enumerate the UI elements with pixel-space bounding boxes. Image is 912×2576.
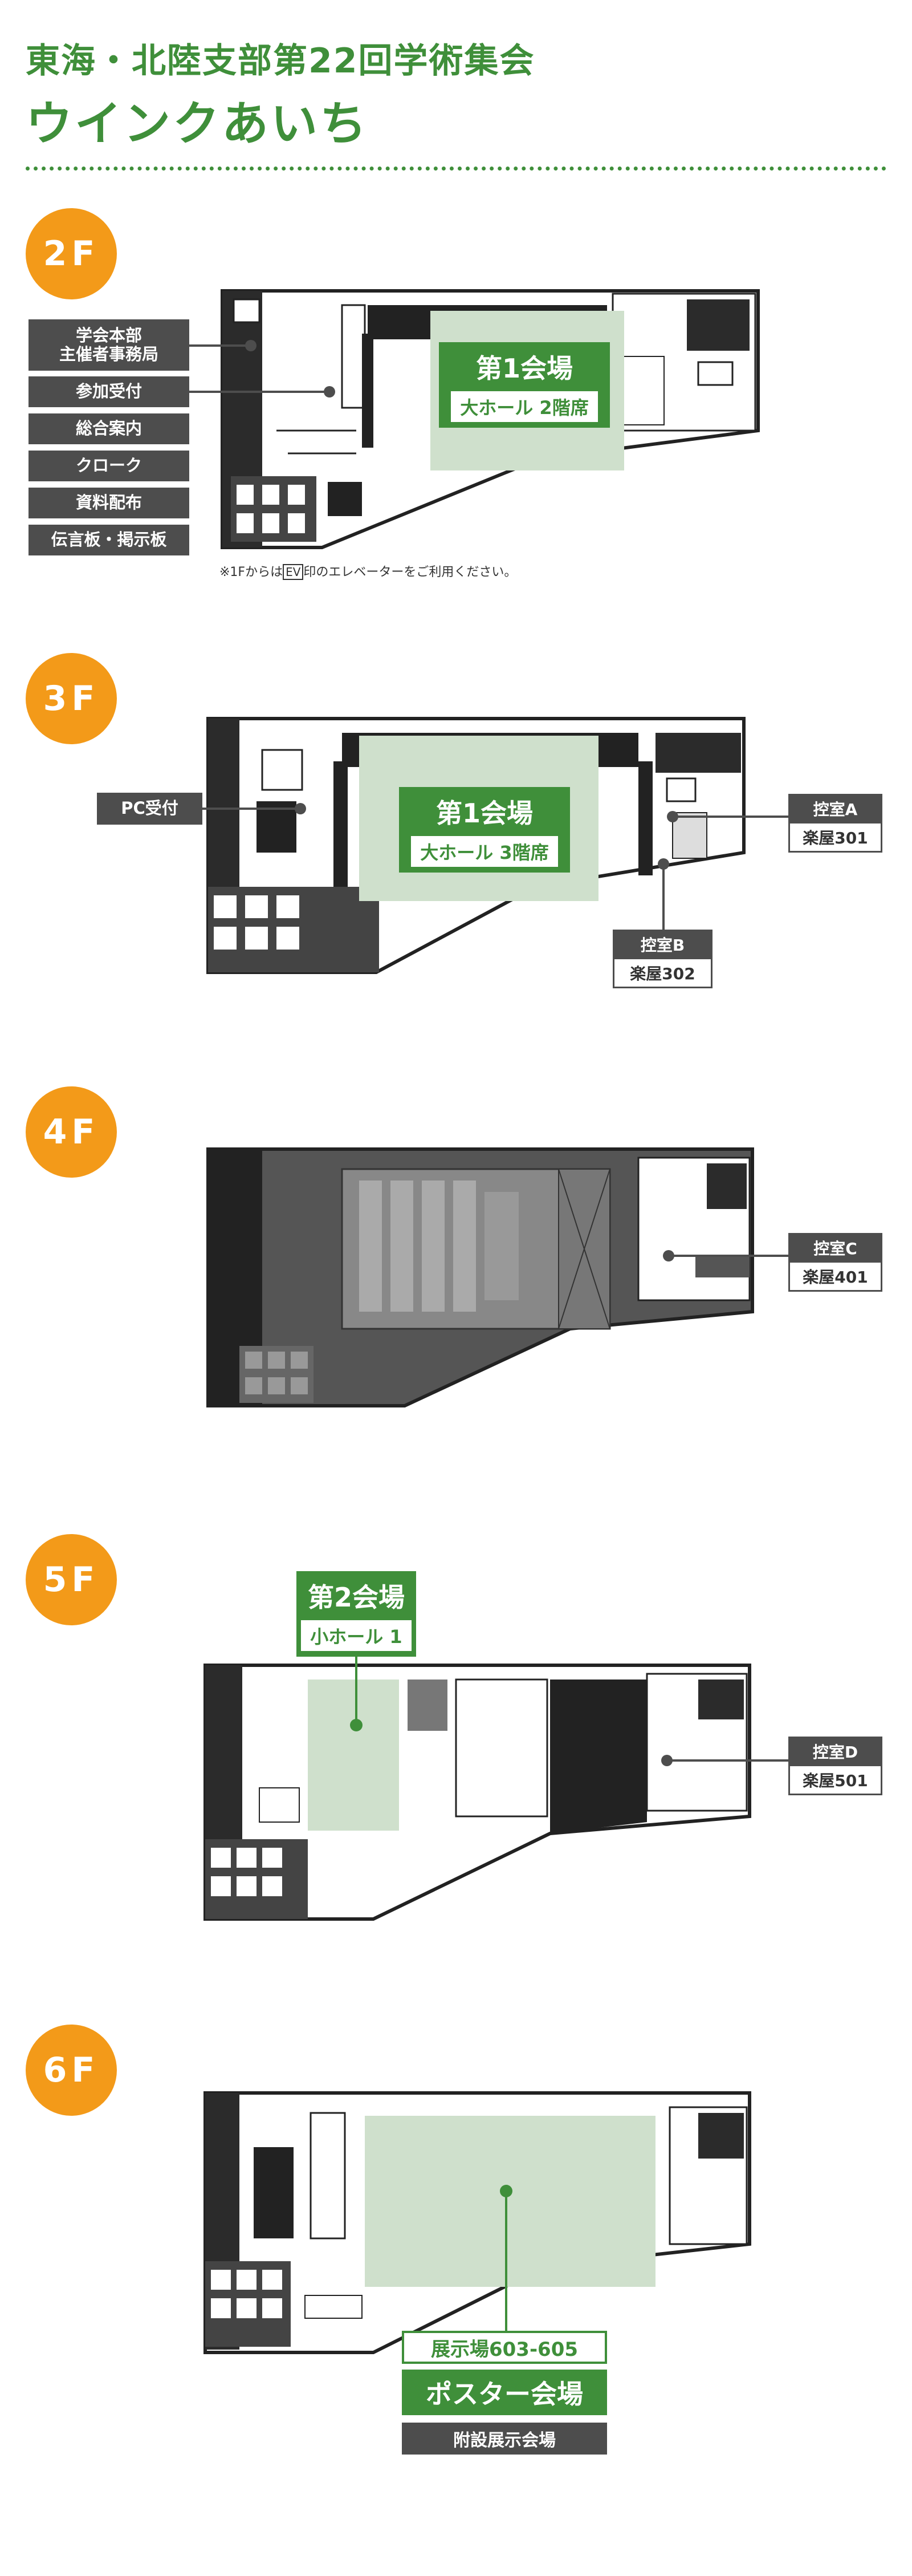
venue-1-2f: 第1会場 大ホール 2階席 (439, 342, 610, 428)
waiting-room-d: 控室D 楽屋501 (788, 1737, 882, 1795)
info-label: 総合案内 (28, 413, 189, 444)
venue-title: 第2会場 (307, 1582, 405, 1613)
exhibition-hall-label: 展示場603-605 (402, 2331, 607, 2364)
poster-venue: ポスター会場 (402, 2370, 607, 2415)
venue-subtitle: 大ホール 3階席 (411, 836, 558, 867)
board-label: 伝言板・掲示板 (28, 525, 189, 555)
venue-name: ウインクあいち (26, 97, 369, 151)
ev-mark: EV (283, 564, 304, 580)
cloak-label: クローク (28, 451, 189, 481)
floor-badge-4f: 4F (26, 1086, 117, 1178)
page-title: 東海・北陸支部第22回学術集会 (26, 41, 535, 81)
materials-label: 資料配布 (28, 488, 189, 518)
hq-label: 学会本部 主催者事務局 (28, 319, 189, 371)
reception-label: 参加受付 (28, 376, 189, 407)
waiting-room-a: 控室A 楽屋301 (788, 794, 882, 853)
exhibit-venue: 附設展示会場 (402, 2423, 607, 2455)
floor-badge-3f: 3F (26, 653, 117, 744)
floor-badge-2f: 2F (26, 208, 117, 299)
small-hall-5f (308, 1680, 399, 1831)
venue-1-3f: 第1会場 大ホール 3階席 (399, 787, 570, 873)
floor-plan-5f (203, 1664, 751, 1921)
floor-badge-5f: 5F (26, 1534, 117, 1625)
waiting-room-b: 控室B 楽屋302 (613, 930, 712, 988)
venue-subtitle: 小ホール 1 (301, 1620, 412, 1651)
venue-subtitle: 大ホール 2階席 (451, 391, 598, 422)
venue-2-5f: 第2会場 小ホール 1 (296, 1571, 416, 1657)
header-divider (26, 167, 886, 171)
pc-reception-label: PC受付 (97, 793, 202, 825)
venue-title: 第1会場 (435, 798, 533, 829)
venue-title: 第1会場 (475, 353, 573, 384)
floor-badge-6f: 6F (26, 2025, 117, 2116)
waiting-room-c: 控室C 楽屋401 (788, 1233, 882, 1292)
exhibition-hall-6f (365, 2116, 656, 2287)
floor-plan-4f (206, 1147, 754, 1407)
